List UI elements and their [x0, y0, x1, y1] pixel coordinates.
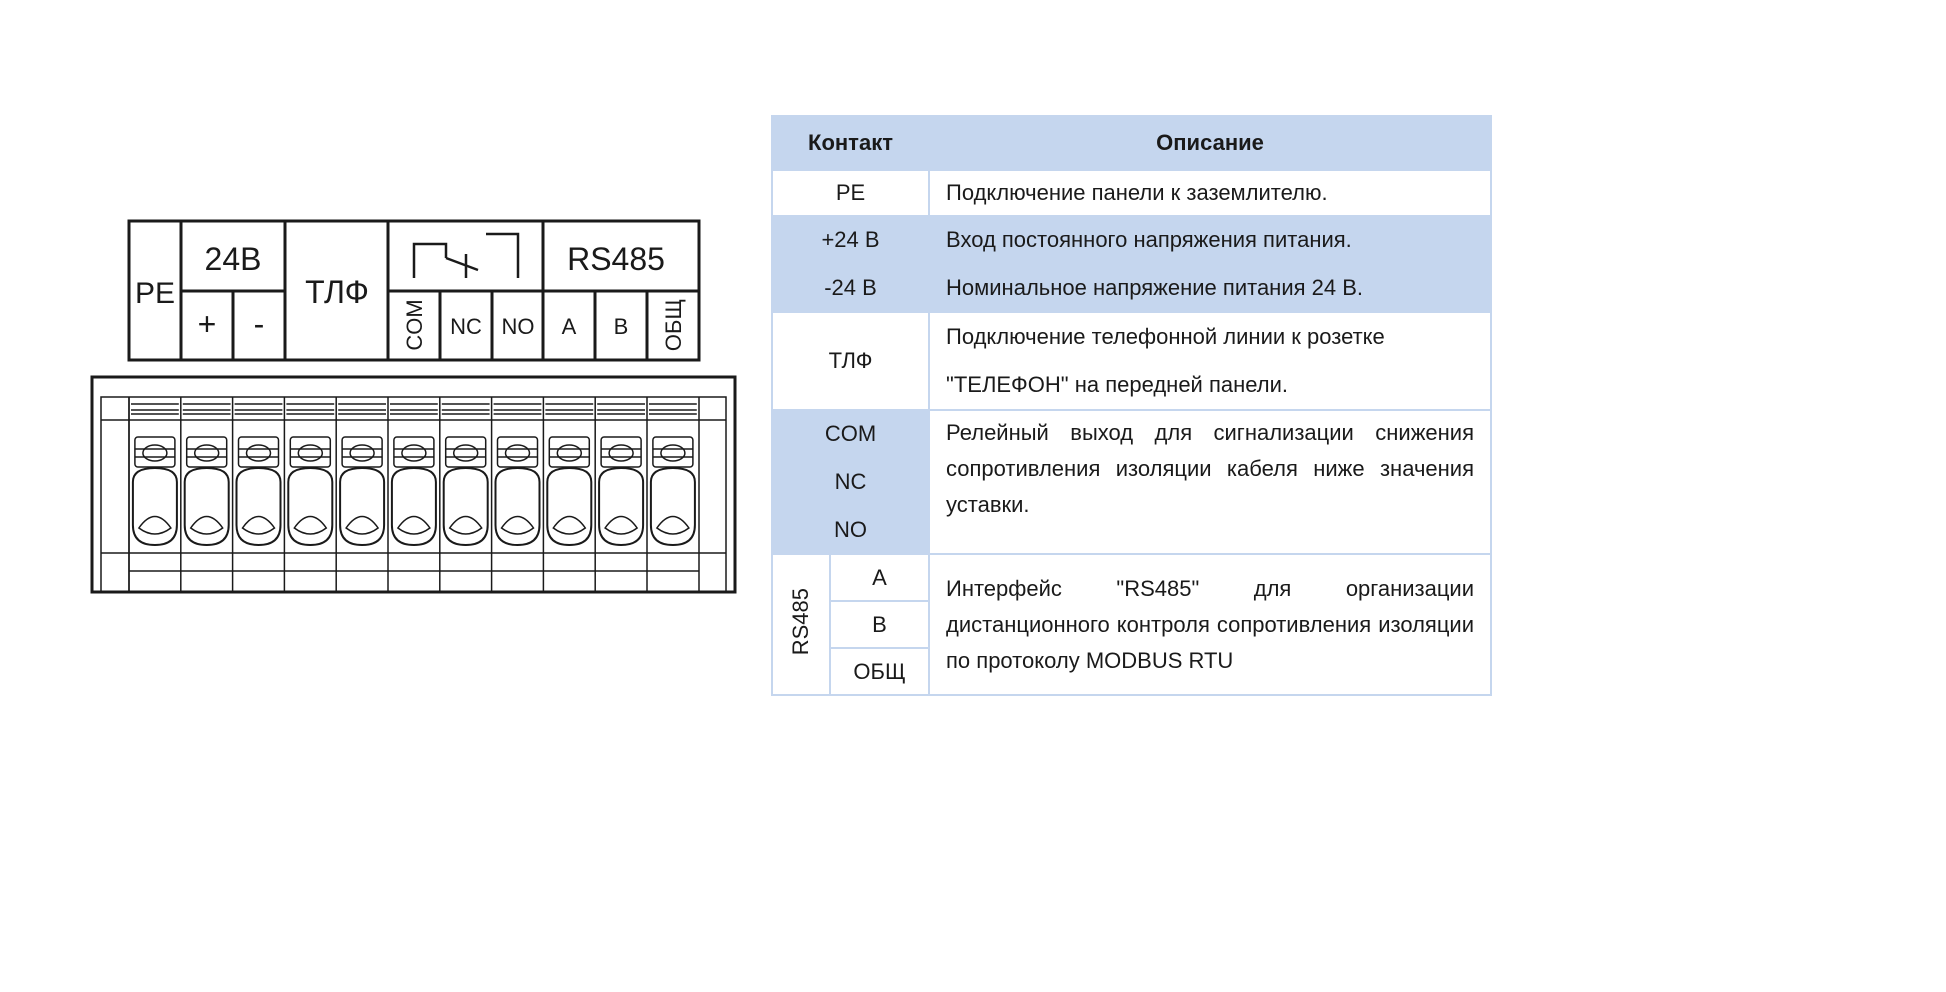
relay-contact-icon — [412, 232, 520, 278]
rs485-vertical-label: RS485 — [788, 587, 813, 656]
terminal-slot — [128, 397, 179, 592]
description-relay: Релейный выход для сигнализации снижения… — [928, 409, 1493, 555]
contact-tlf: ТЛФ — [770, 311, 931, 411]
description-tlf: Подключение телефонной линии к розетке "… — [928, 311, 1493, 411]
terminal-slot — [283, 397, 335, 592]
contact-obsh: ОБЩ — [828, 647, 931, 696]
terminal-slot — [439, 397, 490, 592]
terminal-slot — [490, 397, 542, 592]
contacts-table: Контакт Описание PE Подключение панели к… — [770, 115, 1493, 696]
label-b: B — [614, 314, 629, 339]
table-row: RS485 A Интерфейс "RS485" для организаци… — [771, 553, 1493, 696]
contact-minus24: -24 В — [770, 263, 931, 313]
terminal-slot — [646, 397, 697, 592]
table-row: PE Подключение панели к заземлителю. — [770, 169, 1493, 217]
terminal-slot — [542, 397, 594, 592]
description-pe: Подключение панели к заземлителю. — [928, 169, 1493, 217]
label-plus: + — [198, 306, 217, 342]
terminal-slot — [335, 397, 386, 592]
label-24v: 24В — [205, 241, 262, 277]
contact-nc: NC — [770, 457, 931, 507]
label-minus: - — [254, 306, 265, 342]
terminal-slot — [180, 397, 231, 592]
contact-no: NO — [770, 505, 931, 555]
description-minus24: Номинальное напряжение питания 24 В. — [928, 263, 1493, 313]
table-row: ТЛФ Подключение телефонной линии к розет… — [770, 311, 1493, 411]
contact-b: B — [828, 600, 931, 649]
label-pe: PE — [135, 277, 175, 310]
label-no: NO — [502, 314, 535, 339]
terminal-block-svg: PE 24В + - ТЛФ RS485 COM NC NO A B ОБЩ — [90, 219, 737, 594]
table-row: COM Релейный выход для сигнализации сниж… — [770, 409, 1493, 555]
table-row: -24 В Номинальное напряжение питания 24 … — [770, 263, 1493, 313]
label-rs485: RS485 — [567, 241, 665, 277]
contact-group-rs485: RS485 — [771, 553, 831, 696]
header-description: Описание — [928, 115, 1493, 171]
contact-com: COM — [770, 409, 931, 459]
terminal-block-diagram: PE 24В + - ТЛФ RS485 COM NC NO A B ОБЩ — [0, 0, 760, 792]
table-header-row: Контакт Описание — [770, 115, 1493, 171]
description-plus24: Вход постоянного напряжения питания. — [928, 215, 1493, 265]
label-obsh: ОБЩ — [661, 299, 686, 351]
contact-a: A — [828, 553, 931, 602]
terminal-slot — [387, 397, 438, 592]
label-a: A — [562, 314, 577, 339]
contact-pe: PE — [770, 169, 931, 217]
terminal-slot — [231, 397, 283, 592]
table-row: ОБЩ — [772, 647, 1491, 696]
table-row: B — [772, 600, 1491, 649]
header-contact: Контакт — [770, 115, 931, 171]
label-nc: NC — [450, 314, 482, 339]
description-rs485: Интерфейс "RS485" для организации дистан… — [928, 553, 1493, 696]
table-row: NC — [770, 457, 1491, 507]
terminal-slot — [594, 397, 645, 592]
table-row: NO — [770, 505, 1491, 555]
table-row: +24 В Вход постоянного напряжения питани… — [770, 215, 1493, 265]
terminal-slots — [128, 397, 697, 592]
label-com: COM — [402, 299, 427, 350]
label-tlf: ТЛФ — [305, 274, 369, 310]
contact-plus24: +24 В — [770, 215, 931, 265]
